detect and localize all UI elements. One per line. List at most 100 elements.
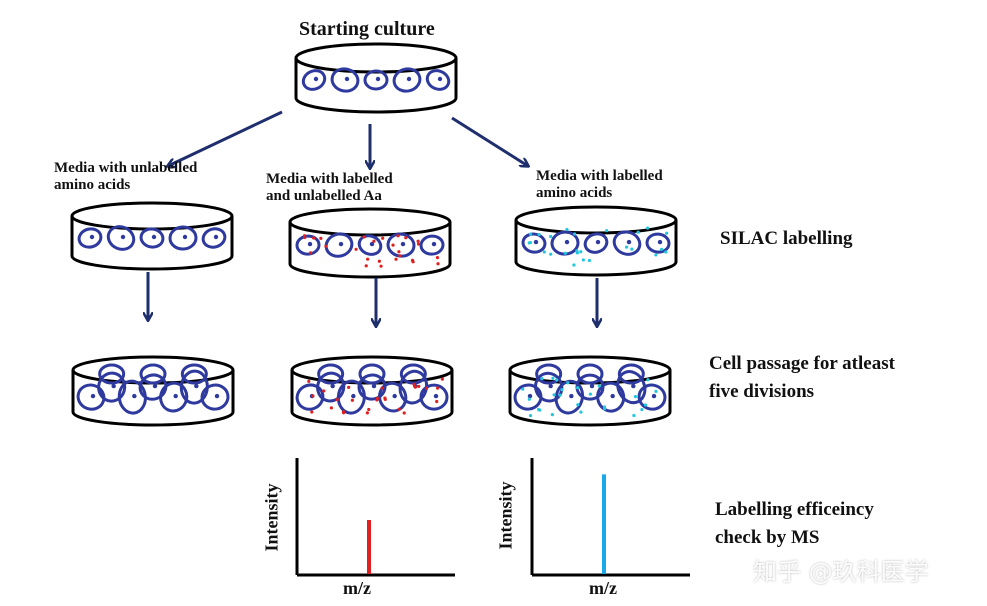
label-dot	[303, 235, 307, 240]
label-dot	[537, 232, 541, 237]
cell-nucleus	[132, 393, 137, 399]
cell	[168, 225, 198, 251]
label-dot	[322, 389, 326, 393]
label-dot	[549, 252, 553, 256]
cell-nucleus	[392, 393, 397, 399]
label-dot	[354, 247, 358, 251]
cell-nucleus	[431, 241, 437, 247]
cell-group	[295, 363, 449, 415]
cell	[106, 225, 136, 251]
label-dots	[302, 234, 440, 268]
label-dot	[347, 385, 351, 389]
label-dot	[398, 254, 402, 258]
label-dot	[435, 399, 439, 404]
label-dot	[391, 243, 395, 247]
cell-nucleus	[338, 241, 344, 247]
dish-rim	[290, 355, 454, 385]
label-dot	[549, 234, 553, 239]
label-dot	[527, 397, 531, 401]
cell-nucleus	[569, 393, 574, 399]
cell	[295, 234, 321, 256]
dish-unlabelled-passage	[71, 355, 235, 427]
cell-group	[301, 67, 451, 93]
label-dot	[633, 394, 638, 399]
cell	[576, 363, 604, 385]
label-dot	[659, 247, 664, 251]
label-dot	[538, 408, 542, 412]
cell-nucleus	[330, 383, 335, 389]
dish-rim	[514, 205, 678, 235]
cell	[596, 381, 626, 413]
label-dot	[640, 407, 644, 412]
label-dot	[381, 236, 385, 240]
cell-nucleus	[433, 393, 439, 399]
cell-nucleus	[151, 234, 157, 240]
cell-passage-label: Cell passage for atleast five divisions	[709, 353, 895, 402]
label-dot	[383, 396, 387, 400]
label-dot	[528, 232, 533, 236]
cell-nucleus	[89, 234, 95, 240]
label-dot	[646, 226, 650, 230]
cell-group	[295, 232, 445, 258]
label-dot	[307, 379, 311, 383]
cell	[425, 69, 451, 91]
label-dot	[555, 378, 559, 382]
cell	[200, 383, 230, 411]
label-dot	[566, 381, 570, 385]
cell	[358, 363, 386, 385]
label-dot	[563, 251, 567, 255]
label-dot	[630, 247, 634, 251]
label-dot	[527, 241, 531, 245]
label-dot	[558, 393, 562, 397]
cell-nucleus	[437, 76, 443, 82]
label-dot	[605, 229, 609, 233]
spectrum-2-xlabel: m/z	[589, 578, 617, 598]
label-dot	[654, 389, 658, 393]
cell	[513, 383, 543, 411]
label-dot	[665, 231, 669, 235]
cell	[616, 370, 647, 405]
dish-labelled	[514, 205, 678, 277]
cell	[98, 363, 126, 385]
label-dot	[329, 406, 334, 410]
label-dot	[402, 411, 406, 415]
label-dot	[436, 262, 440, 266]
label-dot	[576, 403, 580, 407]
label-dot	[377, 259, 381, 263]
cell-nucleus	[533, 239, 539, 245]
arrow-to-unlabelled	[168, 110, 283, 166]
label-dot	[341, 411, 346, 415]
spectrum-1-ylabel: Intensity	[261, 483, 282, 552]
label-dot	[379, 264, 383, 268]
label-dots	[307, 377, 444, 415]
label-dot	[636, 230, 640, 234]
label-dot	[579, 250, 583, 254]
cell-nucleus	[111, 383, 116, 389]
cell-nucleus	[351, 393, 356, 399]
label-dot	[573, 232, 577, 236]
cell	[324, 232, 354, 258]
label-dot	[413, 385, 417, 389]
dish-start	[294, 42, 458, 114]
cell-nucleus	[182, 234, 188, 240]
label-dot	[552, 393, 556, 397]
cell	[201, 227, 227, 249]
label-dot	[603, 407, 607, 411]
label-dot	[397, 250, 401, 254]
cell-group	[76, 363, 230, 415]
cell	[645, 232, 671, 254]
label-dots	[527, 226, 669, 267]
cell	[554, 379, 585, 415]
label-dot	[435, 256, 440, 260]
label-dot	[310, 410, 314, 414]
dish-rim	[71, 355, 235, 385]
cell-nucleus	[371, 383, 377, 389]
cell	[138, 373, 168, 401]
label-dot	[367, 407, 371, 412]
cell-nucleus	[194, 383, 199, 389]
cell-nucleus	[90, 393, 96, 399]
ms-spectra	[295, 458, 690, 577]
spectrum-2-ylabel: Intensity	[495, 481, 516, 550]
label-dot	[335, 397, 339, 402]
silac-labelling-label: SILAC labelling	[720, 228, 853, 249]
